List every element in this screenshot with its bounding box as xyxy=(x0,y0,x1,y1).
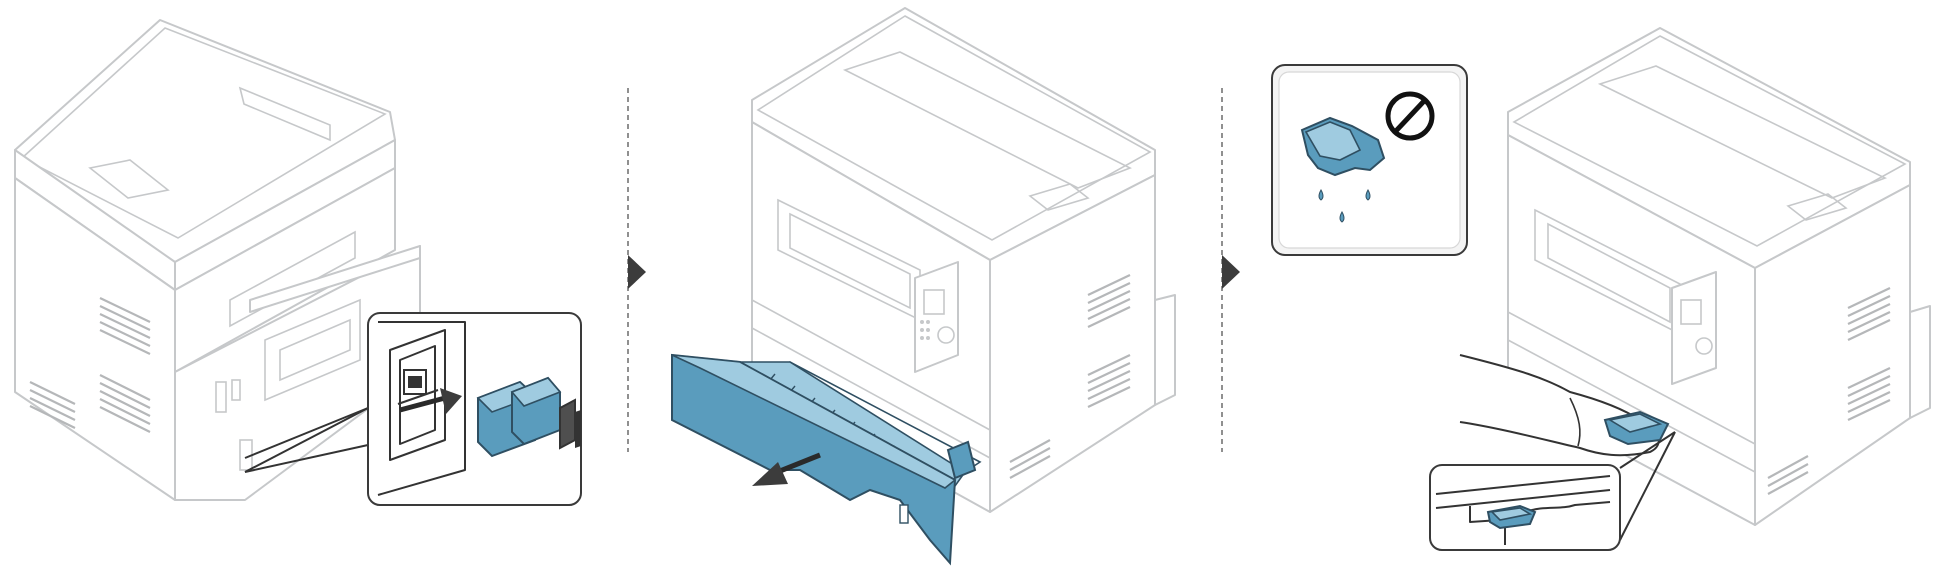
control-buttons xyxy=(920,320,930,340)
power-plug-icon xyxy=(476,376,581,458)
vent-lines xyxy=(29,297,151,433)
triangle-right-icon xyxy=(628,255,646,289)
triangle-right-icon xyxy=(1222,255,1240,289)
panel-3-callout-cloth xyxy=(1429,431,1676,551)
cloth-icon xyxy=(1486,504,1537,530)
panel-2-printer xyxy=(751,7,1176,513)
unplug-arrow-icon xyxy=(399,388,462,414)
panel-1-printer xyxy=(14,19,421,501)
power-outlet-icon xyxy=(377,321,466,496)
panel-1-callout-unplug xyxy=(367,312,582,506)
pull-arrow-icon xyxy=(752,452,821,486)
panel-1-callout-leader xyxy=(244,407,369,473)
hand-wiping-icon xyxy=(1459,354,1670,457)
panel-3-printer xyxy=(1507,27,1931,526)
wet-cloth-prohibited-icon xyxy=(1271,64,1468,256)
